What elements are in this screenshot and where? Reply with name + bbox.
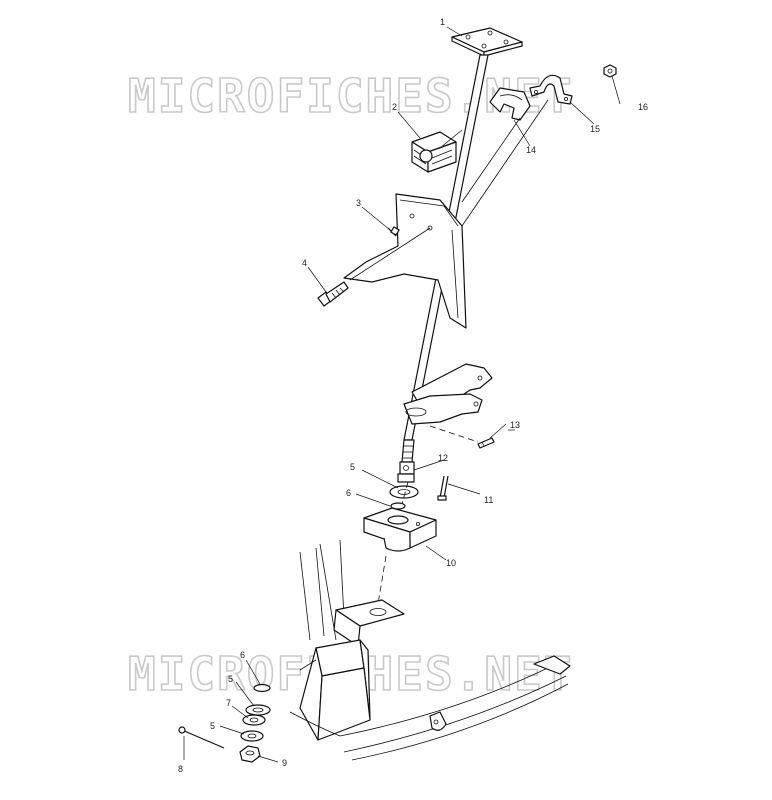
callout-1: 1 <box>440 17 445 27</box>
callout-6-upper: 6 <box>346 488 351 498</box>
callout-12: 12 <box>438 453 448 463</box>
part-6-ring-lower <box>253 683 271 693</box>
part-13-pin <box>477 437 495 449</box>
part-10-bearing-block <box>363 507 437 552</box>
part-7-spacer <box>242 714 266 726</box>
callout-5-upper: 5 <box>350 462 355 472</box>
part-5-washer-lower-2 <box>240 730 264 742</box>
part-11-bolt <box>437 475 449 501</box>
callout-9: 9 <box>282 758 287 768</box>
upper-support-bracket <box>343 193 467 329</box>
part-15-u-clamp <box>529 74 573 105</box>
callout-7: 7 <box>226 698 231 708</box>
callout-2: 2 <box>392 102 397 112</box>
part-2-bushing <box>411 131 457 173</box>
part-16-nut <box>603 64 617 78</box>
part-8-cotter-pin <box>178 726 225 749</box>
lower-shaft-joint <box>397 439 415 483</box>
callout-15: 15 <box>590 124 600 134</box>
callout-11: 11 <box>484 495 493 505</box>
callout-5-lower-2: 5 <box>210 721 215 731</box>
callout-5-lower-1: 5 <box>228 674 233 684</box>
callout-3: 3 <box>356 198 361 208</box>
callout-13: 13 <box>510 420 520 430</box>
alignment-lines <box>377 425 479 605</box>
part-12-u-joint <box>397 461 415 483</box>
callout-10: 10 <box>446 558 456 568</box>
part-14-clamp-half <box>489 87 531 121</box>
callout-14: 14 <box>526 145 536 155</box>
part-5-washer-lower-1 <box>245 704 271 716</box>
callout-6-lower: 6 <box>240 650 245 660</box>
mid-shaft-bracket <box>403 363 493 425</box>
part-3-bolt <box>387 226 400 237</box>
callout-4: 4 <box>302 258 307 268</box>
callout-16: 16 <box>638 102 648 112</box>
part-4-long-bolt <box>317 281 349 307</box>
lower-frame-chassis <box>289 539 571 761</box>
callouts: 1 2 3 4 16 15 14 13 12 5 6 11 10 6 5 7 5… <box>178 17 648 774</box>
leader-lines <box>183 26 621 763</box>
part-9-castle-nut <box>239 745 261 763</box>
part-6-ring-upper <box>390 502 406 510</box>
callout-8: 8 <box>178 764 183 774</box>
part-5-washer-upper <box>389 485 419 499</box>
